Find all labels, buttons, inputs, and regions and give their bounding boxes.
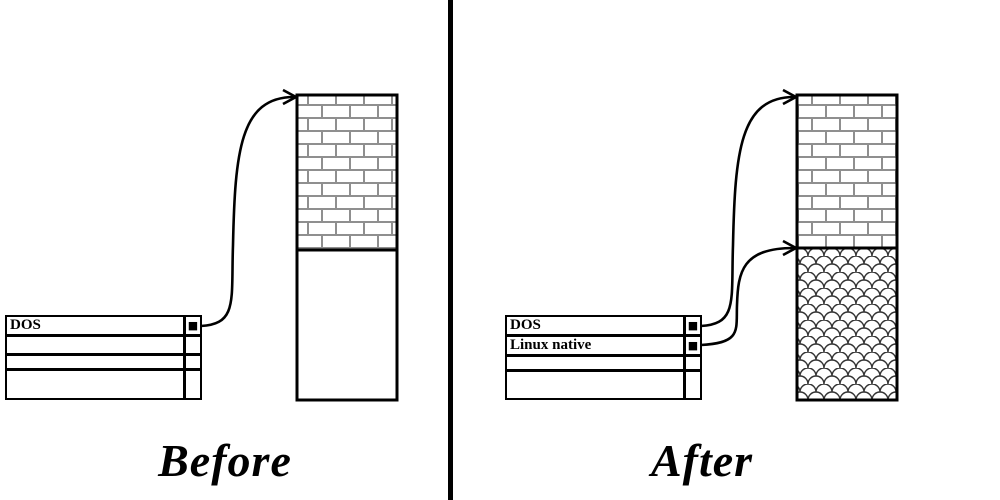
before-caption: Before (158, 435, 292, 486)
partition-marker-dot: ■ (683, 317, 700, 334)
panel-divider (448, 0, 453, 500)
arrowhead-after-linux (782, 239, 799, 257)
disk-after-segment-scales (795, 246, 899, 402)
arrowhead-after-dos (782, 88, 799, 106)
partition-row (7, 371, 200, 398)
partition-table-after: DOS ■ Linux native ■ (505, 315, 702, 400)
partition-row (7, 337, 200, 356)
partition-marker-dot (183, 356, 200, 368)
partition-table-before: DOS ■ (5, 315, 202, 400)
arrow-after-linux-to-disk (700, 246, 795, 347)
partition-row: Linux native ■ (507, 337, 700, 357)
partition-label (507, 372, 683, 398)
partition-marker-dot (683, 357, 700, 369)
partition-row: DOS ■ (507, 317, 700, 337)
partition-label (7, 356, 183, 368)
partition-label: DOS (10, 317, 41, 333)
arrow-before-dos-to-disk (200, 95, 295, 328)
disk-after-segment-brick (795, 93, 899, 250)
partition-label: DOS (510, 317, 541, 333)
partition-label (507, 357, 683, 369)
disk-before-segment-brick (295, 93, 399, 252)
partition-label (7, 337, 183, 353)
partition-row (7, 356, 200, 371)
partition-marker-dot (683, 372, 700, 398)
partition-label: Linux native (510, 337, 592, 353)
partition-marker-dot: ■ (683, 337, 700, 354)
arrow-after-dos-to-disk (700, 95, 795, 328)
partition-marker-dot (183, 337, 200, 353)
partition-marker-dot (183, 371, 200, 398)
arrowhead-before-dos (282, 88, 299, 106)
partition-label (7, 371, 183, 398)
partition-marker-dot: ■ (183, 317, 200, 334)
after-caption: After (650, 435, 754, 486)
partition-row (507, 372, 700, 398)
partition-row: DOS ■ (7, 317, 200, 337)
partition-row (507, 357, 700, 372)
